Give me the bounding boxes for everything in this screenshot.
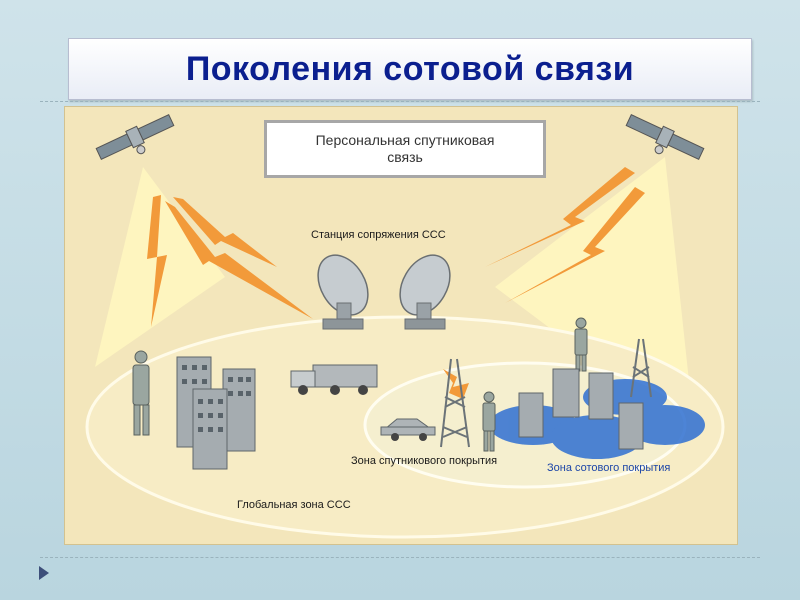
bolt-right-2 bbox=[505, 187, 645, 303]
soldier-left-icon bbox=[132, 350, 150, 436]
personal-satellite-banner: Персональная спутниковая связь bbox=[264, 120, 546, 178]
triangle-right-icon[interactable] bbox=[39, 566, 49, 580]
label-station: Станция сопряжения ССС bbox=[311, 229, 446, 241]
satellite-network-diagram: Персональная спутниковая связь Станция с… bbox=[64, 106, 738, 545]
satellite-right-icon bbox=[625, 113, 705, 161]
label-cellular-zone: Зона сотового покрытия bbox=[547, 462, 671, 474]
bottom-divider bbox=[40, 557, 760, 558]
bolt-right-1 bbox=[485, 167, 635, 267]
cell-tower-icon bbox=[630, 338, 652, 398]
slide-title: Поколения сотовой связи bbox=[185, 49, 635, 88]
radio-tower-icon bbox=[440, 358, 470, 448]
soldier-mid-icon bbox=[482, 391, 496, 452]
banner-line-1: Персональная спутниковая bbox=[315, 132, 495, 148]
truck-icon bbox=[290, 364, 378, 395]
diagram-art bbox=[85, 113, 725, 539]
bolt-left-1 bbox=[147, 195, 167, 327]
bolt-left-2 bbox=[173, 197, 277, 267]
buildings-right bbox=[518, 368, 644, 450]
label-global-zone: Глобальная зона ССС bbox=[237, 499, 351, 511]
building-windows-left bbox=[182, 365, 251, 432]
car-icon bbox=[380, 418, 436, 441]
satellite-left-icon bbox=[95, 113, 175, 161]
slide-title-box: Поколения сотовой связи bbox=[68, 38, 752, 100]
satellite-dish-right-icon bbox=[399, 254, 451, 330]
top-divider bbox=[40, 101, 760, 102]
satellite-dish-left-icon bbox=[317, 254, 369, 330]
banner-line-2: связь bbox=[387, 149, 423, 165]
label-satellite-zone: Зона спутникового покрытия bbox=[351, 455, 498, 467]
